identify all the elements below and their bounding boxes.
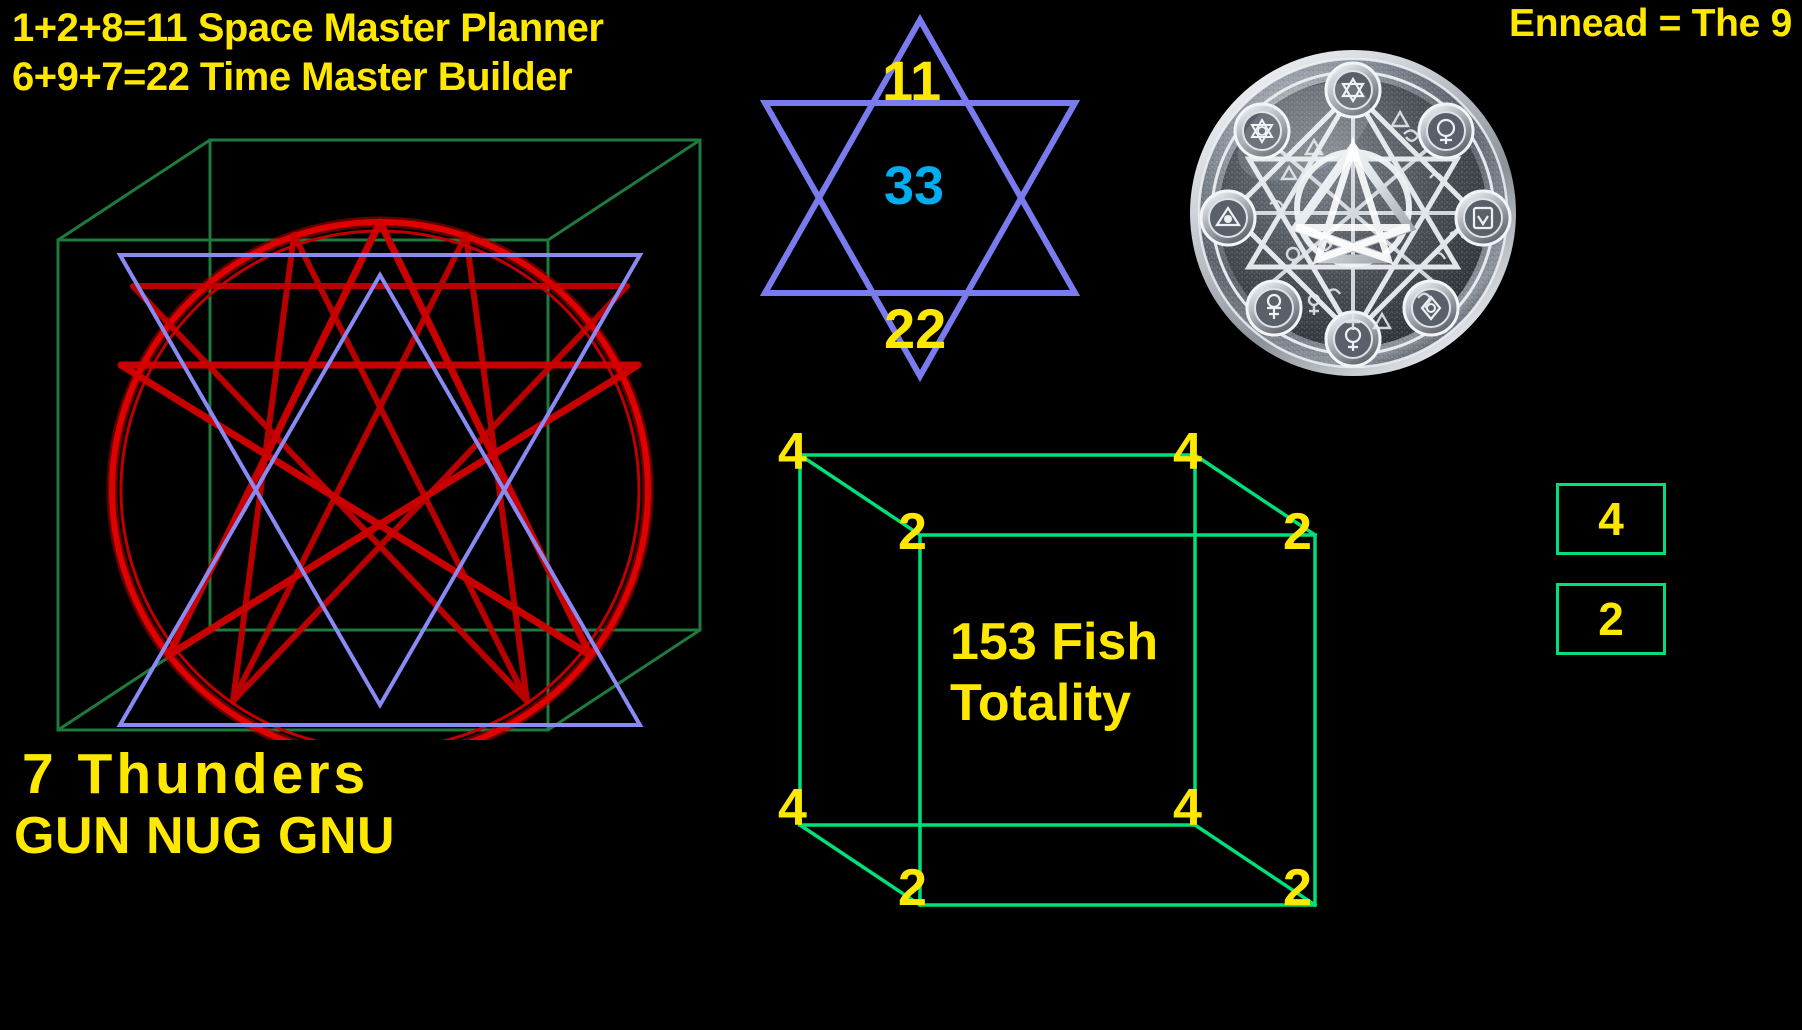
cube-vertex-back-top-right: 4 [1173,423,1202,481]
swatch-value-2: 2 [1598,593,1624,645]
header-line-2: 6+9+7=22 Time Master Builder [12,54,573,99]
cube-caption-line-2: Totality [950,673,1132,732]
gun-nug-gnu-label: GUN NUG GNU [14,806,396,865]
hexagram-label-22: 22 [884,297,947,360]
header-left-text: 1+2+8=11 Space Master Planner 6+9+7=22 T… [12,4,604,102]
swatch-box-4: 4 [1556,483,1666,555]
cube-caption-line-1: 153 Fish [950,613,1159,671]
swatch-box-2: 2 [1556,583,1666,655]
hexagram-label-11: 11 [882,49,942,112]
red-enneagram-star-secondary [130,232,630,704]
ennead-medallion [1186,46,1520,380]
medallion-symbol-bosses [1199,61,1512,368]
cube-vertex-front-bottom-left: 2 [898,859,927,917]
cube-caption: 153 Fish Totality [950,612,1158,734]
cube-vertex-back-top-left: 4 [778,423,807,481]
footer-left-text: 7 Thunders GUN NUG GNU [14,742,395,867]
medallion-glyph-marks [1269,109,1465,330]
enneagram-in-cube-figure [30,100,730,740]
header-line-1: 1+2+8=11 Space Master Planner [12,6,604,50]
swatch-value-4: 4 [1598,493,1624,545]
red-circle [106,216,654,740]
cube-vertex-front-bottom-right: 2 [1283,859,1312,917]
cube-edges [797,452,1318,908]
purple-hexagram-overlay [116,253,644,727]
hexagram-outline [759,13,1081,383]
seven-thunders-label: 7 Thunders [22,742,370,806]
cube-vertex-back-bottom-right: 4 [1173,779,1202,837]
cube-vertex-back-bottom-left: 4 [778,779,807,837]
cube-vertex-front-top-left: 2 [898,503,927,561]
cube-vertex-front-top-right: 2 [1283,503,1312,561]
hexagram-label-33: 33 [884,156,945,216]
ennead-title: Ennead = The 9 [1509,2,1792,45]
hexagram-figure [745,8,1105,398]
fish-totality-cube [770,425,1340,1025]
